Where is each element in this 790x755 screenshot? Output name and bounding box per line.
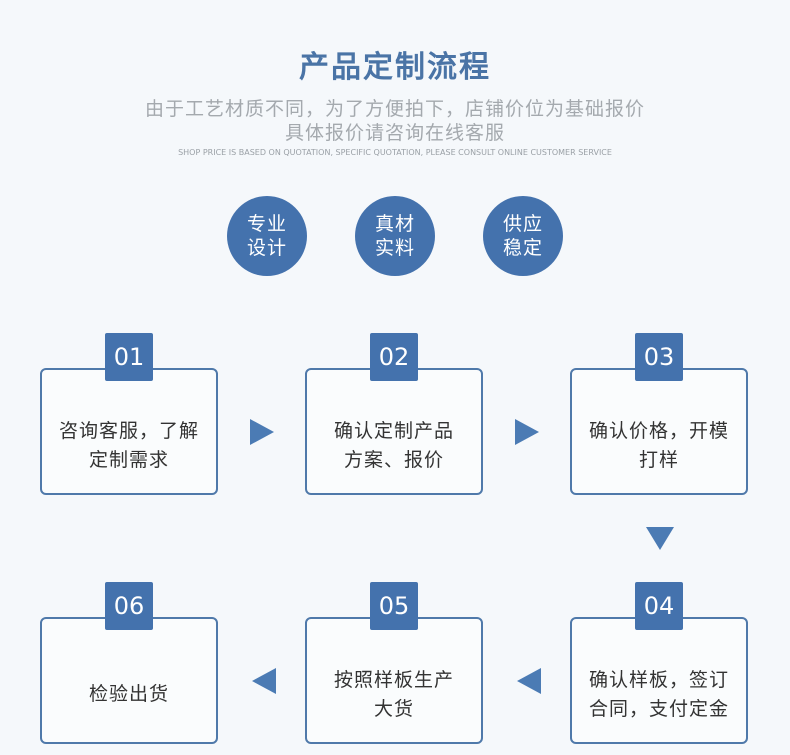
step-box-02: 02 确认定制产品方案、报价 xyxy=(305,333,483,495)
step-text-line: 打样 xyxy=(638,448,679,471)
step-box-03: 03 确认价格，开模打样 xyxy=(570,333,748,495)
step-text-line: 确认价格，开模 xyxy=(588,419,729,442)
step-text-line: 合同，支付定金 xyxy=(588,697,729,720)
badge-line: 稳定 xyxy=(502,237,543,259)
arrow-down-icon xyxy=(646,527,674,550)
step-box-04: 04 确认样板，签订合同，支付定金 xyxy=(570,582,748,744)
subtitle-line-2: 具体报价请咨询在线客服 xyxy=(284,122,505,144)
subtitle-english: SHOP PRICE IS BASED ON QUOTATION, SPECIF… xyxy=(178,148,612,157)
arrow-right-icon xyxy=(250,419,274,445)
step-text: 检验出货 xyxy=(42,651,216,742)
step-number: 03 xyxy=(635,333,683,381)
badge-stable-supply: 供应 稳定 xyxy=(483,196,563,276)
arrow-right-icon xyxy=(515,419,539,445)
badge-line: 实料 xyxy=(374,237,415,259)
step-text: 确认定制产品方案、报价 xyxy=(307,402,481,493)
step-text-line: 大货 xyxy=(373,697,414,720)
badge-line: 专业 xyxy=(246,213,287,235)
step-text-line: 确认定制产品 xyxy=(333,419,454,442)
step-number: 02 xyxy=(370,333,418,381)
page-title: 产品定制流程 xyxy=(299,50,491,85)
arrow-left-icon xyxy=(517,668,541,694)
arrow-down-icon xyxy=(646,527,674,550)
step-text-line: 咨询客服，了解 xyxy=(58,419,199,442)
arrow-right-icon xyxy=(250,419,274,445)
arrow-right-icon xyxy=(515,419,539,445)
step-text-line: 确认样板，签订 xyxy=(588,668,729,691)
step-box-06: 06 检验出货 xyxy=(40,582,218,744)
arrow-left-icon xyxy=(252,668,276,694)
step-number: 01 xyxy=(105,333,153,381)
step-text-line: 检验出货 xyxy=(88,683,169,705)
step-text-line: 方案、报价 xyxy=(343,448,444,471)
step-text: 咨询客服，了解定制需求 xyxy=(42,402,216,493)
arrow-left-icon xyxy=(252,668,276,694)
step-box-05: 05 按照样板生产大货 xyxy=(305,582,483,744)
step-number: 04 xyxy=(635,582,683,630)
step-text: 按照样板生产大货 xyxy=(307,651,481,742)
step-text-line: 按照样板生产 xyxy=(333,668,454,691)
step-box-01: 01 咨询客服，了解定制需求 xyxy=(40,333,218,495)
step-text: 确认价格，开模打样 xyxy=(572,402,746,493)
step-number: 06 xyxy=(105,582,153,630)
badge-line: 供应 xyxy=(502,213,543,235)
step-text: 确认样板，签订合同，支付定金 xyxy=(572,651,746,742)
badge-professional-design: 专业 设计 xyxy=(227,196,307,276)
badge-line: 真材 xyxy=(374,213,415,235)
subtitle-line-1: 由于工艺材质不同，为了方便拍下，店铺价位为基础报价 xyxy=(144,98,645,120)
badge-real-materials: 真材 实料 xyxy=(355,196,435,276)
step-text-line: 定制需求 xyxy=(88,448,169,471)
step-number: 05 xyxy=(370,582,418,630)
badge-line: 设计 xyxy=(246,237,287,259)
arrow-left-icon xyxy=(517,668,541,694)
